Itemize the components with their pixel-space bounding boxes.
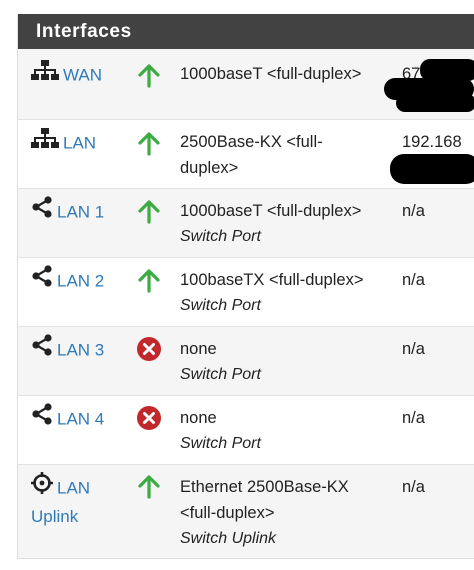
interface-media: none Switch Port	[180, 405, 398, 457]
interfaces-panel: Interfaces WAN 1000baseT	[17, 14, 474, 559]
interface-link-lan4[interactable]: LAN 4	[31, 403, 131, 435]
interface-name: LAN 3	[57, 340, 105, 360]
status-up-icon	[136, 474, 162, 500]
interface-media: 2500Base-KX <full-duplex>	[180, 129, 380, 181]
interface-media: Ethernet 2500Base-KX <full-duplex> Switc…	[180, 474, 385, 552]
media-text: 2500Base-KX <full-duplex>	[180, 133, 323, 177]
status-up-icon	[136, 63, 162, 89]
interface-row-lan: LAN 2500Base-KX <full-duplex> 192.168	[18, 120, 474, 189]
media-subtitle: Switch Port	[180, 228, 261, 245]
interface-name: LAN 1	[57, 202, 105, 222]
status-down-icon	[136, 405, 162, 431]
media-subtitle: Switch Port	[180, 366, 261, 383]
interface-address: n/a	[402, 202, 425, 220]
interface-name: WAN	[63, 65, 103, 85]
share-icon	[31, 403, 53, 433]
crosshair-icon	[31, 472, 53, 502]
share-icon	[31, 265, 53, 295]
interface-media: 100baseTX <full-duplex> Switch Port	[180, 267, 398, 319]
interface-name: LAN	[63, 133, 97, 153]
interface-media: none Switch Port	[180, 336, 398, 388]
interface-row-lan-uplink: LAN Uplink Ethernet 2500Base-KX <full-du…	[18, 465, 474, 558]
interface-link-lan2[interactable]: LAN 2	[31, 265, 131, 297]
media-subtitle: Switch Uplink	[180, 530, 277, 547]
interface-name: LAN 2	[57, 271, 105, 291]
status-up-icon	[136, 199, 162, 225]
media-text: 1000baseT <full-duplex>	[180, 202, 362, 220]
interface-address: n/a	[402, 409, 425, 427]
status-up-icon	[136, 268, 162, 294]
interface-address: 192.168	[402, 133, 462, 151]
interface-name: LAN Uplink	[31, 478, 91, 526]
media-text: none	[180, 409, 217, 427]
interface-address: n/a	[402, 478, 425, 496]
media-text: none	[180, 340, 217, 358]
redaction-mark	[390, 154, 474, 184]
media-text: 1000baseT <full-duplex>	[180, 65, 362, 83]
redaction-mark	[396, 94, 474, 112]
interface-media: 1000baseT <full-duplex>	[180, 61, 398, 87]
interface-row-lan1: LAN 1 1000baseT <full-duplex> Switch Por…	[18, 189, 474, 258]
interface-link-lan-uplink[interactable]: LAN Uplink	[31, 472, 123, 530]
network-icon	[31, 128, 59, 156]
share-icon	[31, 334, 53, 364]
interface-name: LAN 4	[57, 409, 105, 429]
interface-link-lan[interactable]: LAN	[31, 128, 131, 158]
interface-link-lan1[interactable]: LAN 1	[31, 196, 131, 228]
media-subtitle: Switch Port	[180, 297, 261, 314]
share-icon	[31, 196, 53, 226]
network-icon	[31, 60, 59, 88]
interface-address: n/a	[402, 340, 425, 358]
media-text: 100baseTX <full-duplex>	[180, 271, 364, 289]
media-text: Ethernet 2500Base-KX <full-duplex>	[180, 478, 349, 522]
interface-media: 1000baseT <full-duplex> Switch Port	[180, 198, 398, 250]
interface-link-lan3[interactable]: LAN 3	[31, 334, 131, 366]
interface-link-wan[interactable]: WAN	[31, 60, 131, 90]
panel-title: Interfaces	[18, 14, 474, 49]
interface-row-lan3: LAN 3 none Switch Port n/a	[18, 327, 474, 396]
interface-row-lan2: LAN 2 100baseTX <full-duplex> Switch Por…	[18, 258, 474, 327]
interface-row-lan4: LAN 4 none Switch Port n/a	[18, 396, 474, 465]
interface-address: n/a	[402, 271, 425, 289]
status-up-icon	[136, 131, 162, 157]
media-subtitle: Switch Port	[180, 435, 261, 452]
redaction-mark	[420, 59, 474, 81]
status-down-icon	[136, 336, 162, 362]
